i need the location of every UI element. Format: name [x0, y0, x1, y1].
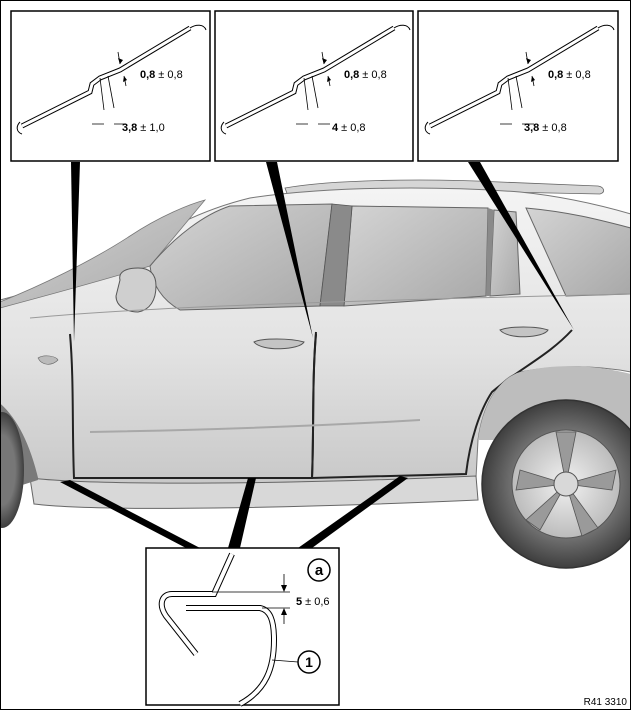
rim-spokes: [515, 431, 617, 537]
pointer-wedge-a-left: [60, 480, 200, 548]
door-molding: [89, 419, 421, 433]
svg-text:5± 0,6: 5± 0,6: [296, 596, 330, 608]
windshield: [0, 199, 207, 309]
side-marker: [37, 355, 59, 365]
svg-text:4± 0,8: 4± 0,8: [332, 122, 366, 134]
rear-quarter-window: [489, 209, 521, 297]
front-door-handle: [253, 338, 305, 350]
callout-2-gap-value: 0,8: [344, 69, 359, 81]
callout-3-gap-value: 0,8: [548, 69, 563, 81]
callout-box-3: 0,8± 0,8 3,8± 0,8: [417, 10, 619, 162]
reference-code: R41 3310: [583, 697, 627, 708]
svg-text:3,8± 1,0: 3,8± 1,0: [122, 122, 165, 134]
callout-3-offset-value: 3,8: [524, 122, 539, 134]
rear-cargo-window: [525, 207, 631, 297]
svg-text:0,8± 0,8: 0,8± 0,8: [344, 69, 387, 81]
front-tire: [0, 412, 24, 528]
pointer-wedge-a-mid: [228, 478, 256, 548]
pointer-wedge-3: [468, 162, 574, 330]
callout-box-1: 0,8± 0,8 3,8± 1,0: [10, 10, 211, 162]
callout-2-gap-tolerance: ± 0,8: [362, 69, 386, 81]
b-pillar: [319, 203, 353, 307]
wheel-hub: [553, 471, 579, 497]
rear-door-outline: [310, 329, 573, 480]
rear-door-handle: [499, 326, 549, 338]
detail-a-label: a: [315, 562, 324, 579]
svg-text:0,8± 0,8: 0,8± 0,8: [140, 69, 183, 81]
callout-1-offset-tolerance: ± 1,0: [140, 122, 164, 134]
vehicle-illustration: [0, 179, 631, 569]
detail-a-label-circle: [307, 558, 331, 582]
rear-door-window: [343, 205, 489, 307]
c-pillar: [486, 208, 494, 296]
callout-2-offset-value: 4: [332, 122, 339, 134]
part-number-label: 1: [305, 654, 313, 670]
side-mirror: [115, 267, 157, 313]
pointer-wedge-2: [266, 162, 313, 338]
part-number-circle: [297, 650, 321, 674]
detail-a-dim-value: 5: [296, 596, 302, 608]
svg-text:3,8± 0,8: 3,8± 0,8: [524, 122, 567, 134]
pointer-wedge-1: [71, 162, 80, 342]
pointer-wedges: [60, 162, 574, 548]
detail-a-box: 5± 0,6 a 1: [145, 547, 340, 707]
callout-1-offset-value: 3,8: [122, 122, 137, 134]
detail-a-dim-tolerance: ± 0,6: [305, 596, 329, 608]
callout-3-gap-tolerance: ± 0,8: [566, 69, 590, 81]
callout-2-offset-tolerance: ± 0,8: [341, 122, 365, 134]
body-crease: [29, 293, 631, 319]
callout-1-gap-tolerance: ± 0,8: [158, 69, 182, 81]
pointer-wedge-a-right: [298, 476, 408, 548]
callout-1-gap-value: 0,8: [140, 69, 155, 81]
callout-box-2: 0,8± 0,8 4± 0,8: [214, 10, 414, 162]
callout-3-offset-tolerance: ± 0,8: [542, 122, 566, 134]
svg-text:0,8± 0,8: 0,8± 0,8: [548, 69, 591, 81]
